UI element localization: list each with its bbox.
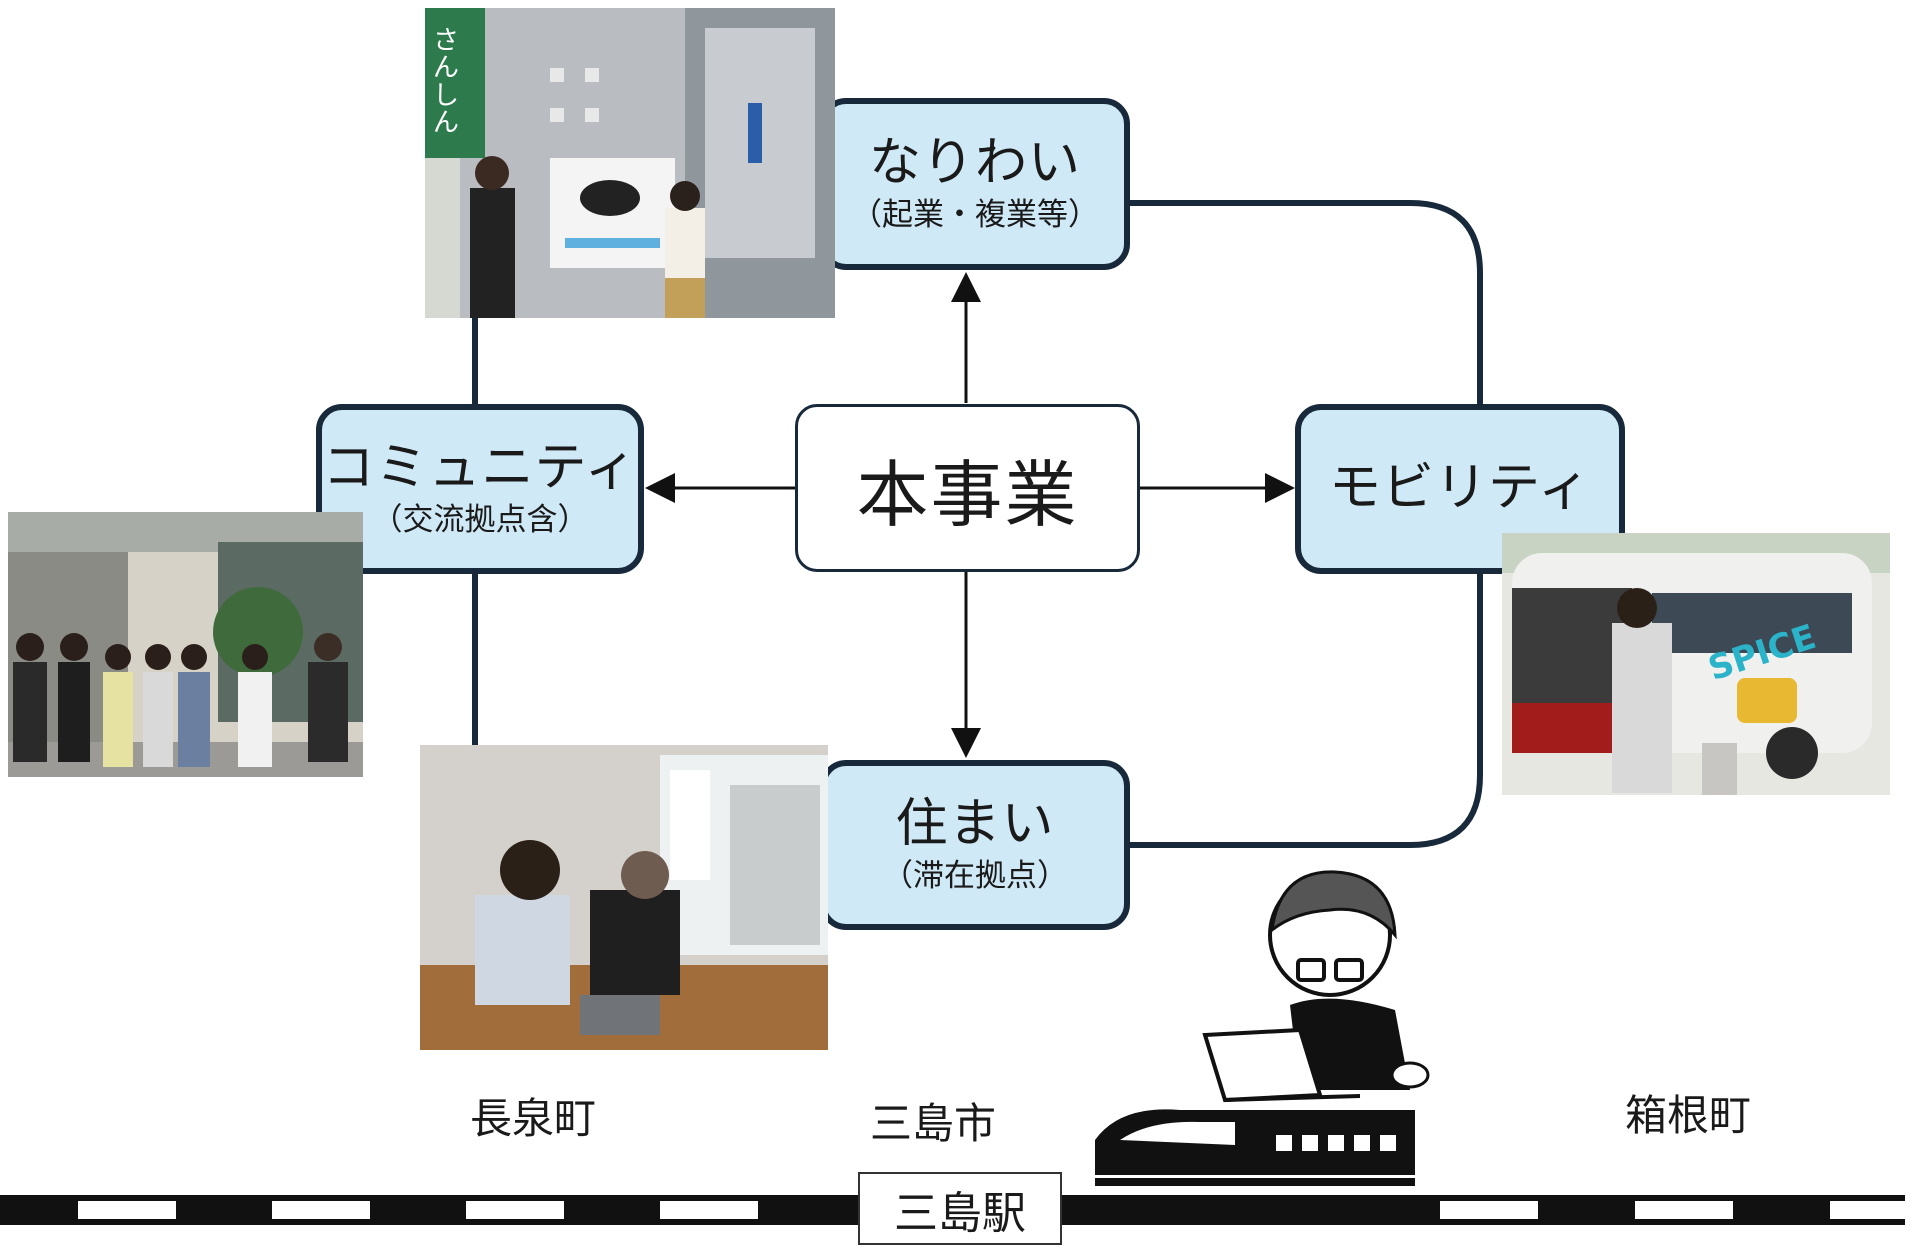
- sign-text: さんしん: [433, 26, 460, 138]
- photo-community-group: [8, 512, 363, 777]
- van-image: [1502, 533, 1890, 795]
- place-nagaizumi: 長泉町: [470, 1094, 597, 1143]
- room-meeting-image: [420, 745, 828, 1050]
- node-mobility-title: モビリティ: [1329, 458, 1591, 519]
- node-nariwai: なりわい （起業・複業等）: [820, 98, 1130, 270]
- center-box: 本事業: [795, 404, 1140, 572]
- node-nariwai-title: なりわい: [868, 132, 1081, 193]
- center-label: 本事業: [856, 452, 1079, 537]
- node-community-subtitle: （交流拠点含）: [371, 502, 589, 539]
- loop-nariwai-mobility: [1125, 200, 1483, 408]
- loop-mobility-sumai: [1125, 570, 1483, 848]
- place-mishima: 三島市: [870, 1099, 997, 1148]
- node-community-title: コミュニティ: [322, 437, 638, 498]
- photo-office-entrance: さんしん: [425, 8, 835, 318]
- node-sumai-title: 住まい: [895, 793, 1055, 854]
- photo-van: SPICE: [1502, 533, 1890, 795]
- office-entrance-image: [425, 8, 835, 318]
- community-group-image: [8, 512, 363, 777]
- node-sumai: 住まい （滞在拠点）: [820, 760, 1130, 930]
- node-sumai-subtitle: （滞在拠点）: [882, 858, 1068, 895]
- place-hakone: 箱根町: [1625, 1091, 1752, 1140]
- node-nariwai-subtitle: （起業・複業等）: [851, 197, 1099, 234]
- station-label: 三島駅: [894, 1187, 1026, 1239]
- node-community: コミュニティ （交流拠点含）: [316, 404, 644, 574]
- station-sign: 三島駅: [858, 1172, 1062, 1245]
- photo-room-meeting: [420, 745, 828, 1050]
